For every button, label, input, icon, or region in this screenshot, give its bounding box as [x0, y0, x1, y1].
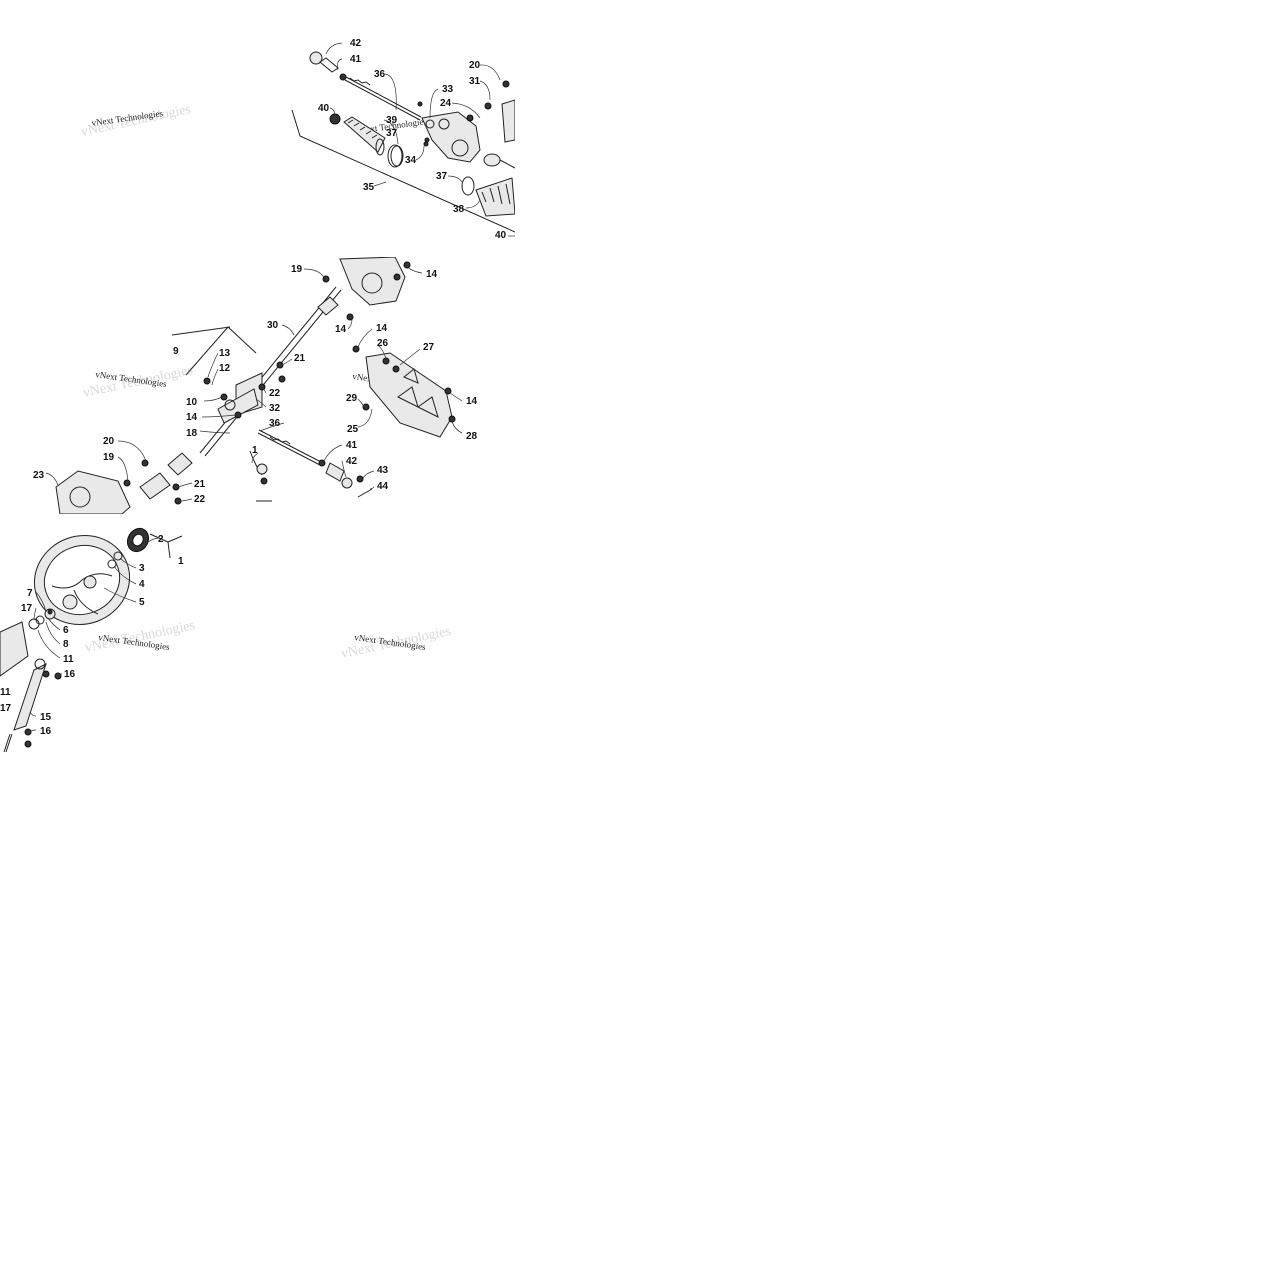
- mount-plate: [352, 345, 456, 438]
- callout-label: 18: [186, 428, 198, 439]
- callout-label: 36: [374, 69, 386, 80]
- callout-label: 10: [186, 397, 198, 408]
- callout-label: 22: [269, 388, 281, 399]
- callout-label: 3: [139, 563, 145, 574]
- callout-label: 19: [103, 452, 115, 463]
- callout-label: 23: [33, 470, 45, 481]
- steering-damper: [3, 658, 47, 753]
- callout-label: 24: [440, 98, 452, 109]
- rack-housing: [421, 80, 515, 169]
- callout-label: 26: [377, 338, 389, 349]
- assembly-bracket: [291, 109, 515, 233]
- callout-label: 1: [252, 445, 258, 456]
- diagram-tile-bottom: vNext Technologies vNext Technologies vN…: [0, 516, 515, 773]
- callout-label: 11: [63, 654, 74, 665]
- callout-label: 30: [267, 320, 279, 331]
- tile-top-drawing: vNext Technologies vNext Technologies vN…: [80, 38, 515, 241]
- callout-label: 42: [350, 38, 362, 49]
- callout-label: 16: [40, 726, 52, 737]
- steering-wheel: [33, 535, 131, 625]
- callout-label: 37: [386, 128, 398, 139]
- callout-label: 31: [469, 76, 481, 87]
- callout-label: 14: [426, 269, 438, 280]
- tile-bottom-drawing: vNext Technologies vNext Technologies vN…: [0, 527, 452, 753]
- callout-label: 13: [219, 348, 231, 359]
- callout-label: 33: [442, 84, 454, 95]
- callout-label: 43: [377, 465, 389, 476]
- intermediate-shaft: [139, 286, 342, 500]
- callout-label: 17: [21, 603, 33, 614]
- callout-label: 21: [194, 479, 206, 490]
- callout-label: 6: [63, 625, 69, 636]
- callout-label: 14: [376, 323, 388, 334]
- callout-label: 32: [269, 403, 281, 414]
- callout-label: 22: [194, 494, 206, 505]
- upper-gearbox: [322, 257, 411, 321]
- lower-gearbox: [55, 459, 182, 514]
- column-hardware: [0, 608, 62, 680]
- tile-middle-drawing: vNext Technologies vNext Technologies vN…: [33, 257, 478, 514]
- callout-label: 39: [386, 115, 398, 126]
- callout-label: 36: [269, 418, 281, 429]
- callout-label: 20: [103, 436, 115, 447]
- tie-rod-lower: [249, 429, 373, 498]
- callout-label: 2: [158, 534, 164, 545]
- shaft-bracket: [185, 326, 286, 424]
- callout-label: 1: [178, 556, 184, 567]
- callout-label: 12: [219, 363, 231, 374]
- callout-label: 16: [64, 669, 76, 680]
- callout-label: 44: [377, 481, 389, 492]
- callout-label: 28: [466, 431, 478, 442]
- callout-label: 14: [466, 396, 478, 407]
- callout-label: 34: [405, 155, 417, 166]
- callout-label: 5: [139, 597, 145, 608]
- callout-label: 15: [40, 712, 52, 723]
- callout-label: 14: [335, 324, 347, 335]
- callout-label: 40: [495, 230, 507, 241]
- assembly-bracket: [149, 533, 183, 559]
- callout-label: 14: [186, 412, 198, 423]
- callout-label: 17: [0, 703, 12, 714]
- callout-label: 11: [0, 687, 11, 698]
- rack-boot-lower: [387, 144, 515, 217]
- callout-label: 42: [346, 456, 358, 467]
- callout-label: 40: [318, 103, 330, 114]
- diagram-tile-middle: vNext Technologies vNext Technologies vN…: [0, 257, 515, 514]
- callout-label: 25: [347, 424, 359, 435]
- diagram-tile-top: vNext Technologies vNext Technologies vN…: [0, 0, 515, 255]
- callout-label: 41: [346, 440, 358, 451]
- rack-boot: [329, 113, 404, 167]
- callout-label: 38: [453, 204, 465, 215]
- center-cap: [107, 527, 150, 569]
- callout-label: 35: [363, 182, 375, 193]
- callout-label: 41: [350, 54, 362, 65]
- callout-label: 37: [436, 171, 448, 182]
- callout-label: 9: [173, 346, 179, 357]
- callout-label: 29: [346, 393, 358, 404]
- callout-label: 8: [63, 639, 69, 650]
- callout-label: 20: [469, 60, 481, 71]
- callout-label: 27: [423, 342, 435, 353]
- callout-label: 21: [294, 353, 306, 364]
- callout-label: 4: [139, 579, 145, 590]
- callout-label: 19: [291, 264, 303, 275]
- callout-label: 7: [27, 588, 33, 599]
